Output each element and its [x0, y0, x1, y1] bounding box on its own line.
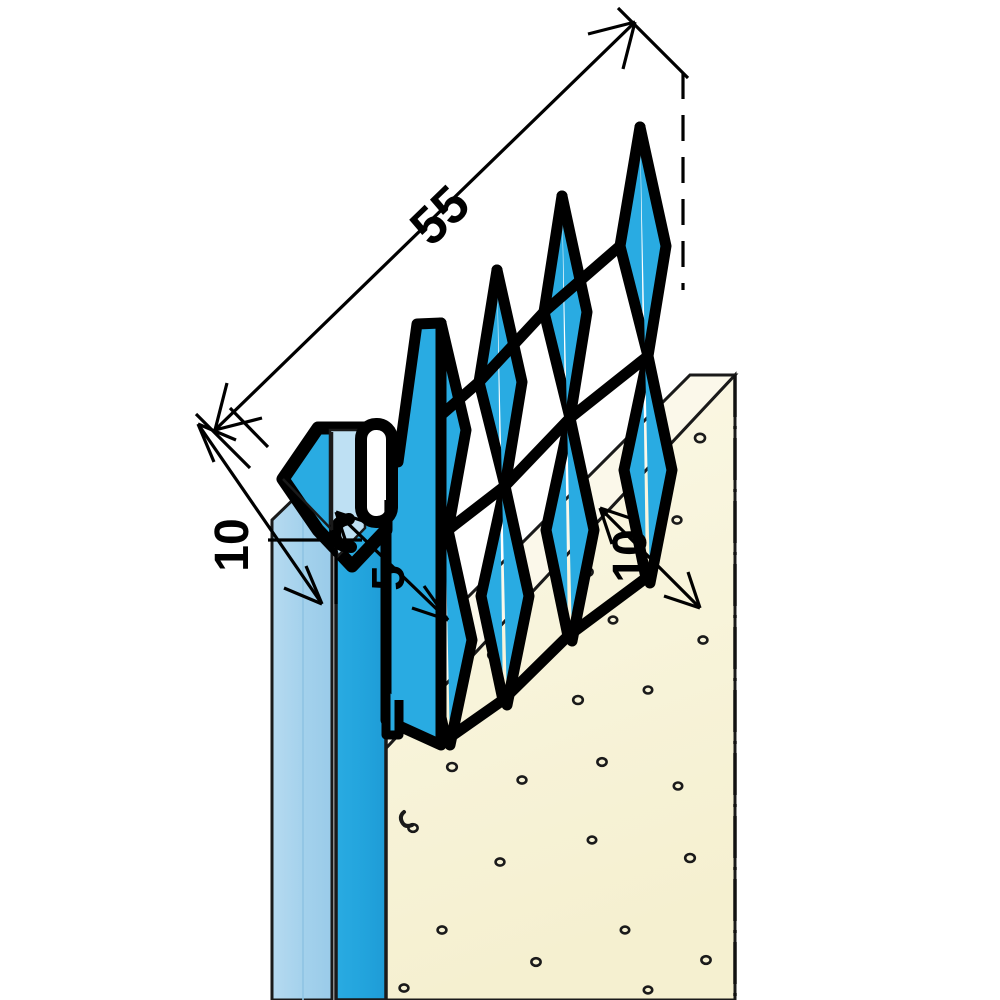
mesh-bond — [499, 412, 576, 492]
mesh-bond — [564, 350, 654, 424]
profile-nose — [276, 418, 398, 573]
dim-arrow-10-right-end — [663, 571, 702, 610]
profile-body-notch — [381, 690, 404, 740]
dim-arrow-10-left-end — [283, 565, 324, 606]
expanded-metal-mesh — [418, 121, 678, 751]
dim-arrow-55-end — [587, 20, 637, 70]
dim-arrow-5-end — [411, 585, 450, 622]
mesh-bond — [538, 240, 626, 318]
dimension-label-10-left: 10 — [206, 518, 259, 571]
profile-body — [380, 317, 447, 751]
dim-arrow-5-start — [334, 510, 373, 549]
dim-line-55 — [213, 20, 637, 432]
mesh-bond — [562, 572, 652, 642]
mesh-bond — [497, 630, 574, 706]
dim-arrow-55-start — [213, 382, 263, 432]
mesh-bond — [473, 306, 550, 388]
mesh-bond — [440, 694, 509, 746]
profile-body-plate — [380, 317, 447, 751]
dim-ext-55-left — [194, 412, 252, 470]
dimension-label-5: 5 — [362, 565, 414, 591]
profile-hook — [328, 513, 357, 553]
dim-line-5 — [334, 510, 450, 622]
board-speckles — [398, 432, 712, 995]
dimension-bead-width — [334, 500, 450, 622]
dimension-board-thickness — [598, 506, 702, 610]
dim-arrow-10-right-start — [598, 506, 637, 545]
nose-crease-b — [282, 478, 333, 531]
profile-slot — [355, 418, 398, 528]
board-mark — [398, 810, 414, 828]
dim-arrow-10-left-start — [196, 422, 237, 463]
dimension-label-55: 55 — [399, 175, 481, 257]
dim-ext-55-right — [616, 6, 690, 80]
dim-line-10-left — [196, 423, 324, 605]
mesh-bond — [442, 480, 511, 536]
dimension-label-10-right: 10 — [604, 529, 657, 582]
dimension-overall-length — [194, 6, 690, 470]
dim-line-10-right — [598, 506, 702, 610]
dimension-nose-depth — [196, 406, 362, 606]
dim-tick-10-left-a — [228, 406, 270, 449]
